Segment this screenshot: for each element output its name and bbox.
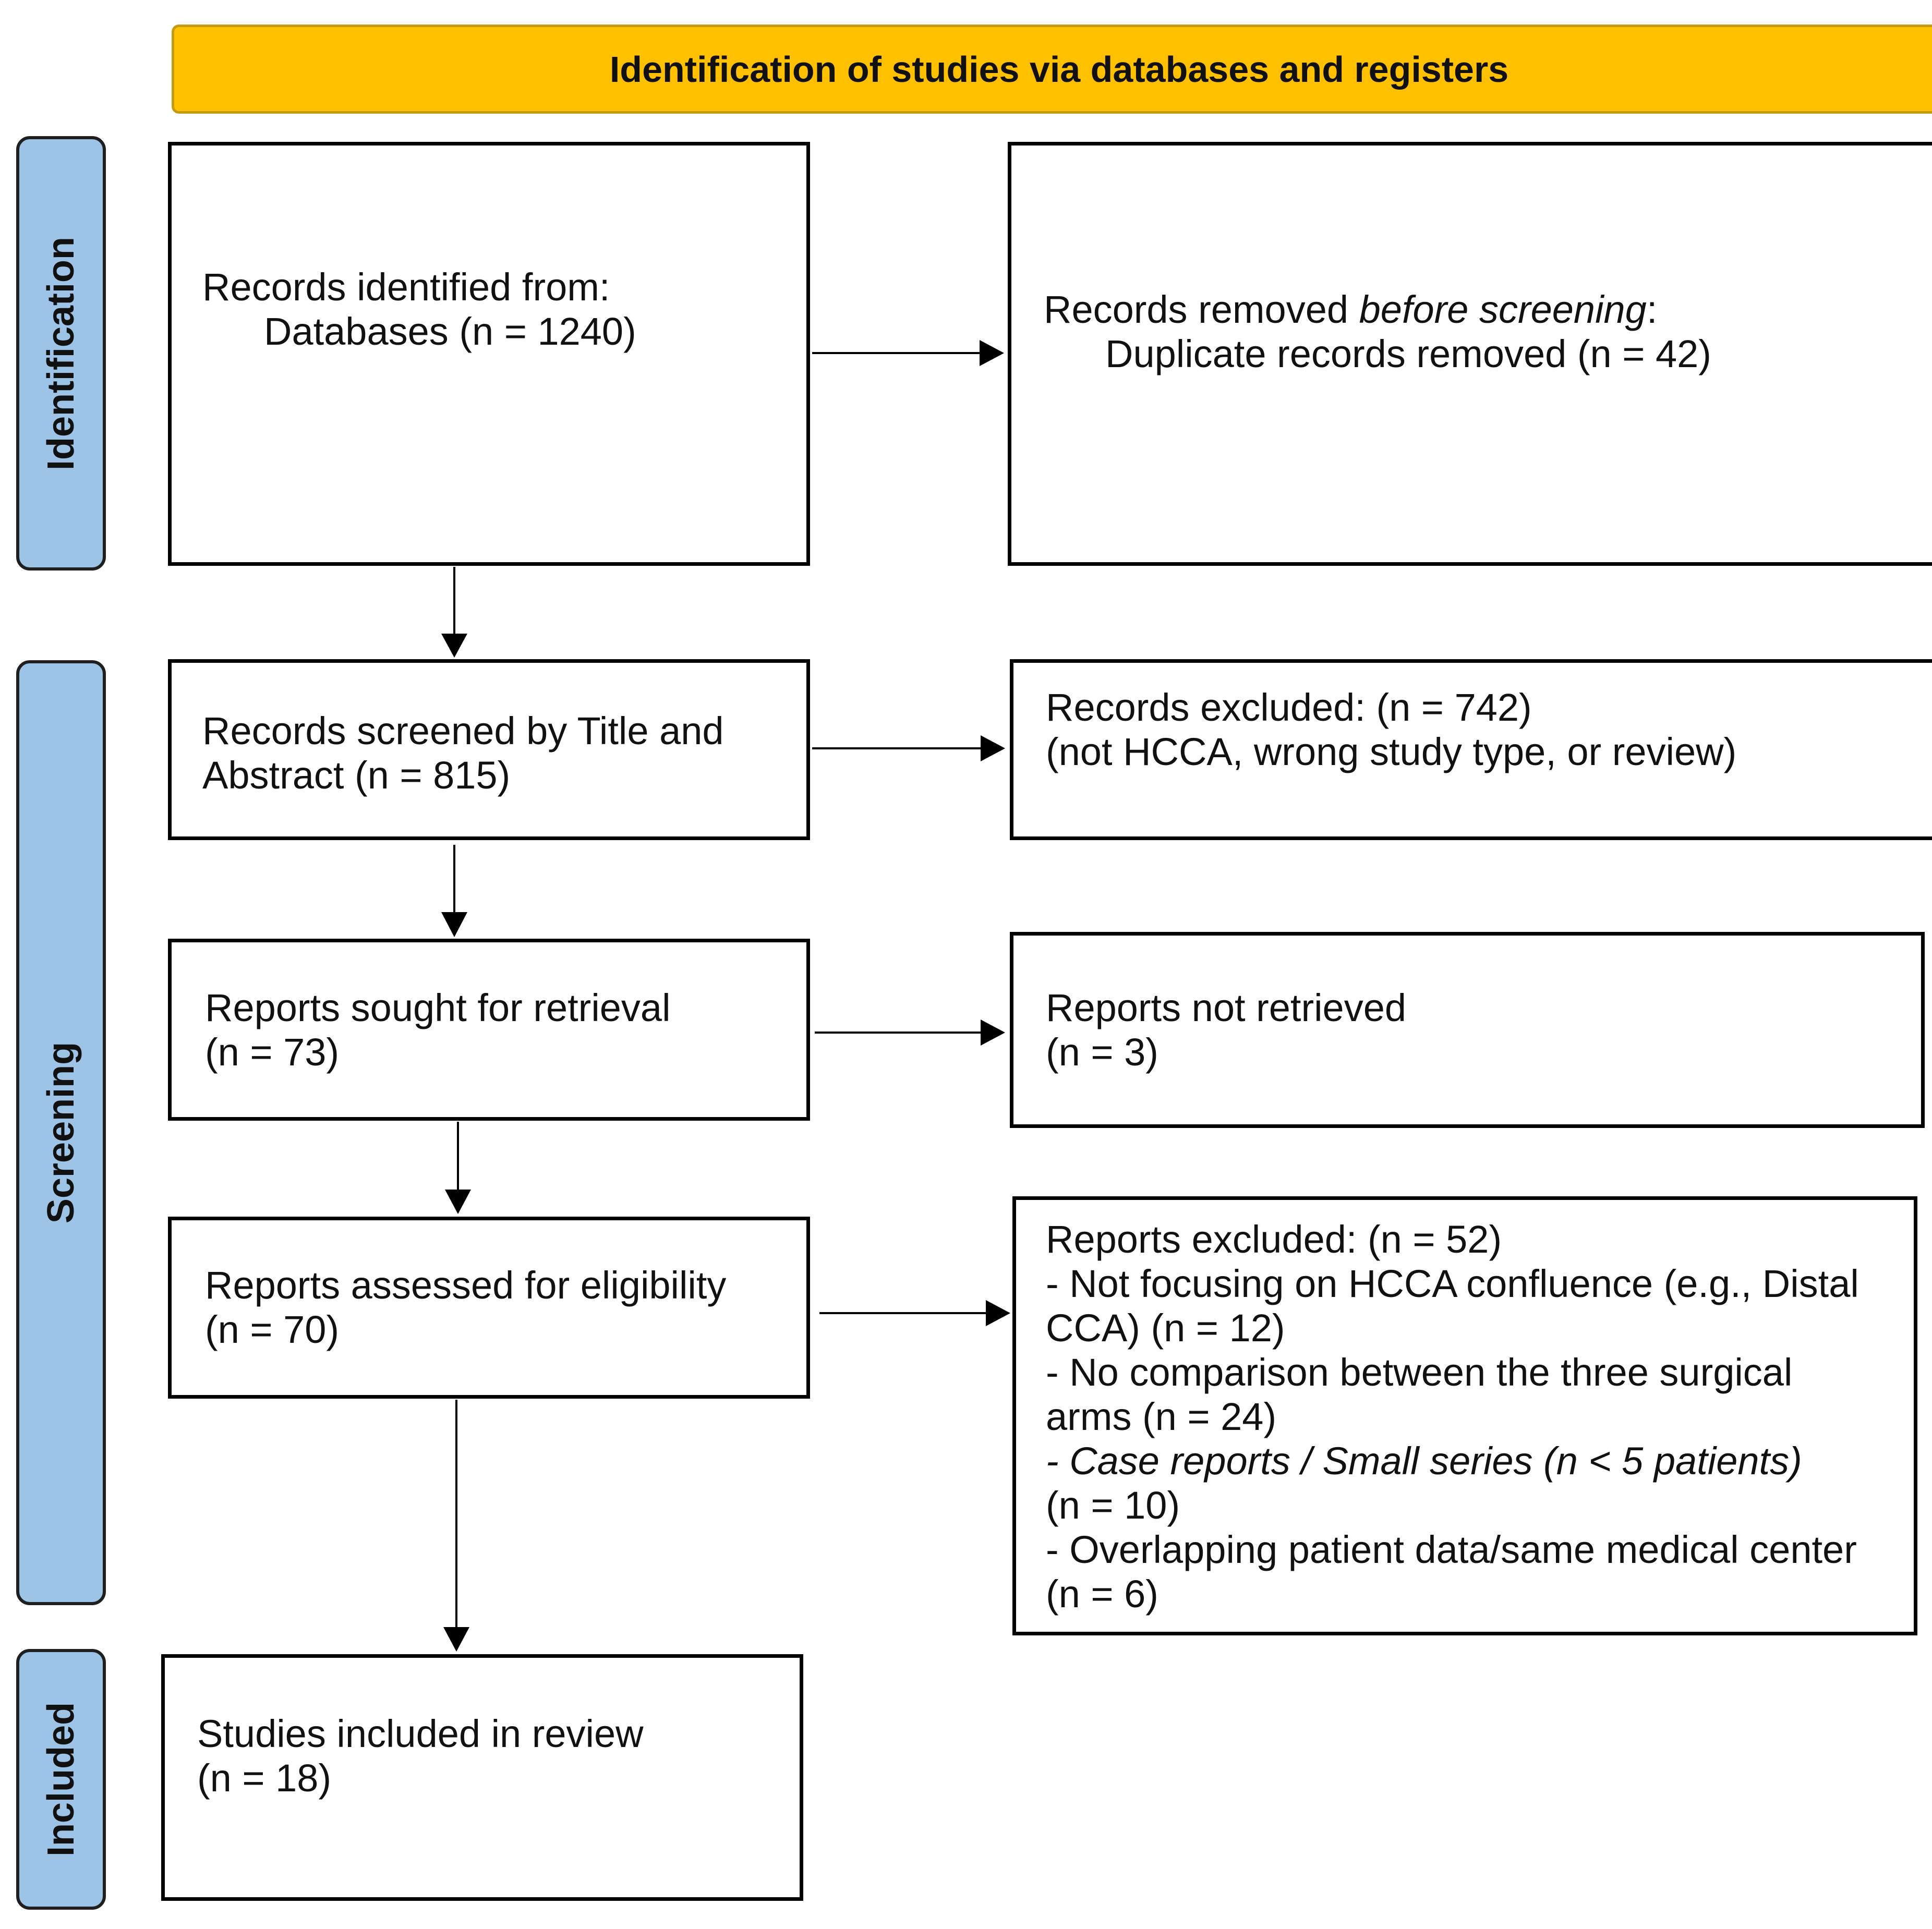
records-identified-line2: Databases (n = 1240) (264, 310, 636, 353)
reports-excluded-line7: (n = 10) (1046, 1484, 1180, 1527)
records-screened-line1: Records screened by Title and (202, 709, 724, 753)
records-removed-text: Records removed before screening: Duplic… (1044, 287, 1711, 376)
reports-not-retrieved-line2: (n = 3) (1046, 1030, 1158, 1074)
arrow-sought-to-not-retrieved (815, 1020, 1005, 1046)
reports-not-retrieved-box (1010, 932, 1925, 1128)
reports-excluded-line8: - Overlapping patient data/same medical … (1046, 1528, 1857, 1571)
reports-sought-line1: Reports sought for retrieval (205, 986, 671, 1029)
reports-not-retrieved-line1: Reports not retrieved (1046, 986, 1407, 1029)
arrow-screened-to-sought (441, 845, 467, 937)
reports-sought-text: Reports sought for retrieval (n = 73) (205, 986, 671, 1074)
records-excluded-box (1010, 659, 1932, 840)
records-excluded-line1: Records excluded: (n = 742) (1046, 686, 1532, 729)
phase-identification-label: Identification (40, 236, 82, 470)
banner (172, 25, 1932, 114)
reports-excluded-line9: (n = 6) (1046, 1572, 1158, 1616)
arrow-identified-to-removed (812, 340, 1004, 366)
reports-sought-box (168, 939, 810, 1121)
arrow-assessed-to-excluded (819, 1300, 1010, 1326)
arrow-identified-to-screened (441, 567, 467, 658)
records-removed-line1: Records removed before screening: (1044, 288, 1658, 331)
phase-screening: Screening (16, 660, 106, 1605)
arrow-sought-to-assessed (445, 1122, 471, 1214)
reports-assessed-text: Reports assessed for eligibility (n = 70… (205, 1263, 726, 1352)
arrow-assessed-to-included (443, 1400, 469, 1652)
records-screened-box (168, 659, 810, 840)
phase-included-label: Included (40, 1702, 82, 1857)
reports-excluded-text: Reports excluded: (n = 52) - Not focusin… (1046, 1217, 1859, 1616)
records-excluded-text: Records excluded: (n = 742) (not HCCA, w… (1046, 685, 1736, 774)
reports-sought-line2: (n = 73) (205, 1030, 340, 1074)
records-screened-line2: Abstract (n = 815) (202, 754, 511, 797)
phase-included: Included (16, 1649, 106, 1910)
reports-excluded-line2: - Not focusing on HCCA confluence (e.g.,… (1046, 1262, 1859, 1305)
reports-excluded-line3: CCA) (n = 12) (1046, 1306, 1285, 1350)
reports-excluded-line6: - Case reports / Small series (n < 5 pat… (1046, 1439, 1802, 1483)
reports-excluded-box (1012, 1196, 1917, 1635)
reports-assessed-line1: Reports assessed for eligibility (205, 1264, 727, 1307)
studies-included-box (161, 1654, 803, 1901)
records-identified-box (168, 142, 810, 566)
phase-identification: Identification (16, 136, 106, 571)
records-identified-line1: Records identified from: (202, 265, 610, 309)
records-removed-line2: Duplicate records removed (n = 42) (1105, 332, 1711, 375)
reports-excluded-line5: arms (n = 24) (1046, 1395, 1277, 1438)
studies-included-text: Studies included in review (n = 18) (197, 1712, 644, 1800)
reports-assessed-box (168, 1217, 810, 1399)
records-removed-box (1008, 142, 1932, 566)
phase-screening-label: Screening (40, 1041, 82, 1224)
studies-included-line2: (n = 18) (197, 1756, 332, 1800)
reports-assessed-line2: (n = 70) (205, 1308, 340, 1351)
banner-title: Identification of studies via databases … (609, 48, 1509, 90)
reports-not-retrieved-text: Reports not retrieved (n = 3) (1046, 986, 1406, 1074)
records-excluded-line2: (not HCCA, wrong study type, or review) (1046, 730, 1737, 773)
studies-included-line1: Studies included in review (197, 1712, 644, 1755)
reports-excluded-line1: Reports excluded: (n = 52) (1046, 1218, 1502, 1261)
reports-excluded-line4: - No comparison between the three surgic… (1046, 1351, 1793, 1394)
arrow-screened-to-excluded (812, 735, 1005, 761)
records-screened-text: Records screened by Title and Abstract (… (202, 709, 724, 797)
records-identified-text: Records identified from: Databases (n = … (202, 265, 636, 354)
